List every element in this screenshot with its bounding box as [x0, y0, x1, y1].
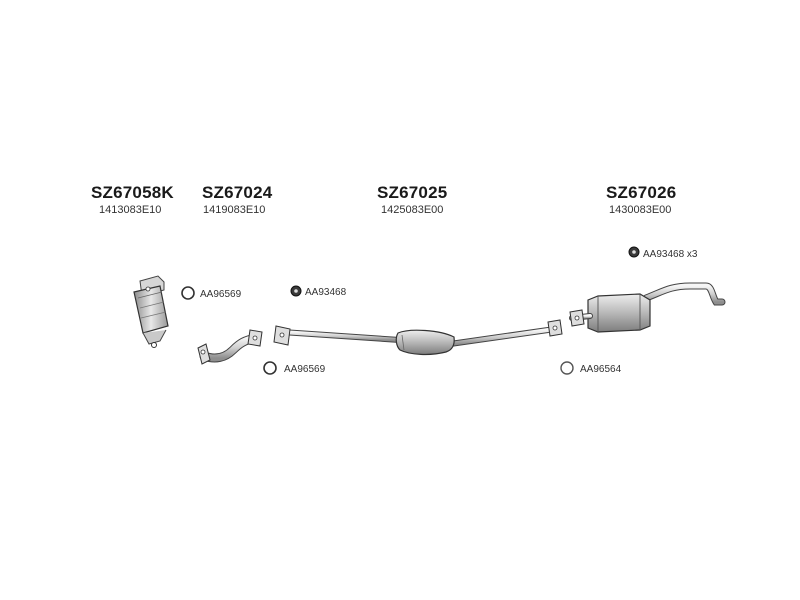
fitting-label-gasket-3: AA96564: [580, 364, 622, 375]
fitting-label-nut-2: AA93468 x3: [643, 249, 698, 260]
part-oe-rear-silencer: 1430083E00: [609, 204, 672, 216]
part-code-rear-silencer: SZ67026: [606, 183, 677, 202]
rear-silencer-icon: [569, 282, 726, 333]
fitting-label-nut-1: AA93468: [305, 287, 347, 298]
part-code-front-pipe: SZ67024: [202, 183, 273, 202]
middle-silencer-icon: [273, 319, 563, 356]
gasket-ring-icon: [560, 361, 574, 375]
part-oe-middle-silencer: 1425083E00: [381, 204, 444, 216]
fitting-label-gasket-2: AA96569: [284, 364, 326, 375]
part-code-middle-silencer: SZ67025: [377, 183, 448, 202]
part-oe-catalyst: 1413083E10: [99, 204, 162, 216]
catalytic-converter-icon: [133, 275, 169, 348]
fitting-label-gasket-1: AA96569: [200, 289, 242, 300]
part-oe-front-pipe: 1419083E10: [203, 204, 266, 216]
front-pipe-icon: [197, 329, 263, 365]
gasket-ring-icon: [181, 286, 195, 300]
gasket-ring-icon: [263, 361, 277, 375]
nut-icon: [628, 246, 640, 258]
nut-icon: [290, 285, 302, 297]
part-code-catalyst: SZ67058K: [91, 183, 174, 202]
